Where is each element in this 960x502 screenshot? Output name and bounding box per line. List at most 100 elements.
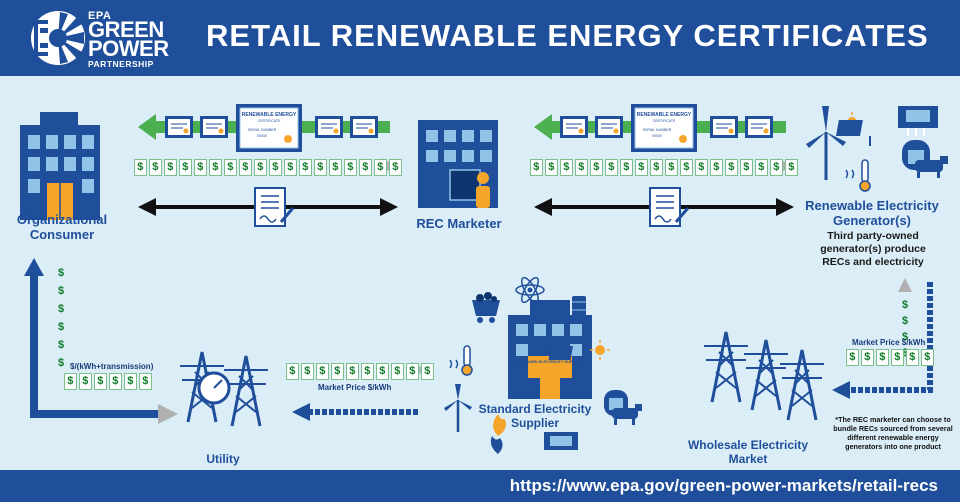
dollar-row-utility: $$$$$$ <box>64 372 154 390</box>
dollar-mark: $ <box>316 363 329 380</box>
electricity-flow-arrow-mid <box>292 403 420 421</box>
bundling-note: *The REC marketer can choose to bundle R… <box>833 415 953 451</box>
certificate-icon: RENEWABLE ENERGY CERTIFICATE SERIAL NUMB… <box>236 104 302 152</box>
dollar-mark: $ <box>194 159 207 176</box>
dollar-mark: $ <box>620 159 633 176</box>
dollar-mark: $ <box>58 267 64 279</box>
solar-panel-icon <box>836 120 871 146</box>
transmission-tower-icon-4 <box>742 338 790 412</box>
sun-icon-2 <box>590 340 610 360</box>
dam-icon-2 <box>544 432 578 450</box>
dollar-mark: $ <box>224 159 237 176</box>
dollar-mark: $ <box>921 349 934 366</box>
dollar-mark: $ <box>891 349 904 366</box>
certificate-subtitle: CERTIFICATE <box>258 119 281 123</box>
dollar-mark: $ <box>846 349 859 366</box>
transmission-tower-icon-2 <box>222 354 270 428</box>
cow-icon-2 <box>612 404 642 425</box>
wind-turbine-icon <box>806 106 846 180</box>
thermometer-icon-2 <box>449 345 473 376</box>
dollar-mark: $ <box>344 159 357 176</box>
certificate-serial-label: SERIAL NUMBER <box>643 128 672 132</box>
dollar-mark: $ <box>740 159 753 176</box>
sunburst-logo-icon <box>31 11 85 65</box>
generator-description: Third party-owned generator(s) produce R… <box>820 230 926 268</box>
dollar-mark: $ <box>406 363 419 380</box>
dollar-mark: $ <box>710 159 723 176</box>
wholesale-price-label: Market Price $/kWh <box>852 338 926 347</box>
logo-partnership: PARTNERSHIP <box>88 59 154 69</box>
dollar-row-supplier: $$$$$$$$$$ <box>286 362 436 380</box>
dollar-mark: $ <box>590 159 603 176</box>
footer-bar: https://www.epa.gov/green-power-markets/… <box>0 470 960 502</box>
dollar-mark: $ <box>605 159 618 176</box>
dollar-mark: $ <box>421 363 434 380</box>
dollar-mark: $ <box>58 357 64 369</box>
certificate-subtitle: CERTIFICATE <box>653 119 676 123</box>
diagram-art: RENEWABLE ENERGY CERTIFICATE SERIAL NUMB… <box>20 104 948 454</box>
dollar-mark: $ <box>725 159 738 176</box>
dollar-mark: $ <box>329 159 342 176</box>
dollar-mark: $ <box>695 159 708 176</box>
solar-panel-icon-2 <box>548 346 573 360</box>
dollar-mark: $ <box>902 315 908 327</box>
dollar-mark: $ <box>64 373 77 390</box>
market-price-label: Market Price $/kWh <box>318 383 392 392</box>
dollar-mark: $ <box>79 373 92 390</box>
dollar-mark: $ <box>286 363 299 380</box>
atom-icon <box>515 276 545 304</box>
dollar-mark: $ <box>58 339 64 351</box>
wholesale-label: Wholesale Electricity Market <box>687 438 809 466</box>
dollar-mark: $ <box>299 159 312 176</box>
dollar-mark: $ <box>680 159 693 176</box>
dollar-column-left: $ $ $ $ $ $ <box>58 267 64 369</box>
dollar-mark: $ <box>389 159 402 176</box>
dollar-mark: $ <box>94 373 107 390</box>
dollar-mark: $ <box>239 159 252 176</box>
dollar-mark: $ <box>575 159 588 176</box>
dollar-mark: $ <box>545 159 558 176</box>
dollar-mark: $ <box>124 373 137 390</box>
dollar-row-generator: $$$$$$$$$$$$$$$$$$ <box>530 158 800 176</box>
oil-barrel-icon <box>572 296 586 316</box>
consumer-flow-arrow <box>24 258 178 424</box>
dollar-mark: $ <box>209 159 222 176</box>
certificate-serial: 00000 <box>652 134 662 138</box>
page-title: RETAIL RENEWABLE ENERGY CERTIFICATES <box>206 18 929 53</box>
dollar-mark: $ <box>902 347 908 359</box>
dollar-mark: $ <box>346 363 359 380</box>
dollar-mark: $ <box>391 363 404 380</box>
dollar-mark: $ <box>149 159 162 176</box>
dollar-mark: $ <box>665 159 678 176</box>
coal-cart-icon <box>472 292 500 323</box>
dollar-mark: $ <box>902 299 908 311</box>
dollar-mark: $ <box>58 285 64 297</box>
dollar-mark: $ <box>109 373 122 390</box>
footer-url-link[interactable]: https://www.epa.gov/green-power-markets/… <box>509 476 938 495</box>
certificate-title: RENEWABLE ENERGY <box>637 112 692 118</box>
logo-power: POWER <box>88 36 169 61</box>
dollar-mark: $ <box>770 159 783 176</box>
person-icon <box>476 172 490 208</box>
logo-green: GREEN <box>88 17 164 42</box>
dollar-mark: $ <box>314 159 327 176</box>
dollar-mark: $ <box>361 363 374 380</box>
header-bar: EPA GREEN POWER PARTNERSHIP RETAIL RENEW… <box>0 0 960 76</box>
supplier-label: Standard Electricity Supplier <box>478 402 592 430</box>
dollar-mark: $ <box>861 349 874 366</box>
dollar-mark: $ <box>164 159 177 176</box>
dollar-mark: $ <box>635 159 648 176</box>
flame-icon <box>490 414 506 454</box>
dollar-mark: $ <box>560 159 573 176</box>
dollar-mark: $ <box>906 349 919 366</box>
cow-icon <box>915 156 948 178</box>
green-power-logo[interactable]: EPA GREEN POWER PARTNERSHIP <box>30 8 200 69</box>
dollar-mark: $ <box>374 159 387 176</box>
dollar-mark: $ <box>254 159 267 176</box>
generator-label: Renewable Electricity Generator(s) <box>805 198 939 228</box>
dollar-mark: $ <box>58 321 64 333</box>
dollar-mark: $ <box>134 159 147 176</box>
dollar-column-right: $ $ $ $ <box>902 299 908 359</box>
dollar-mark: $ <box>376 363 389 380</box>
